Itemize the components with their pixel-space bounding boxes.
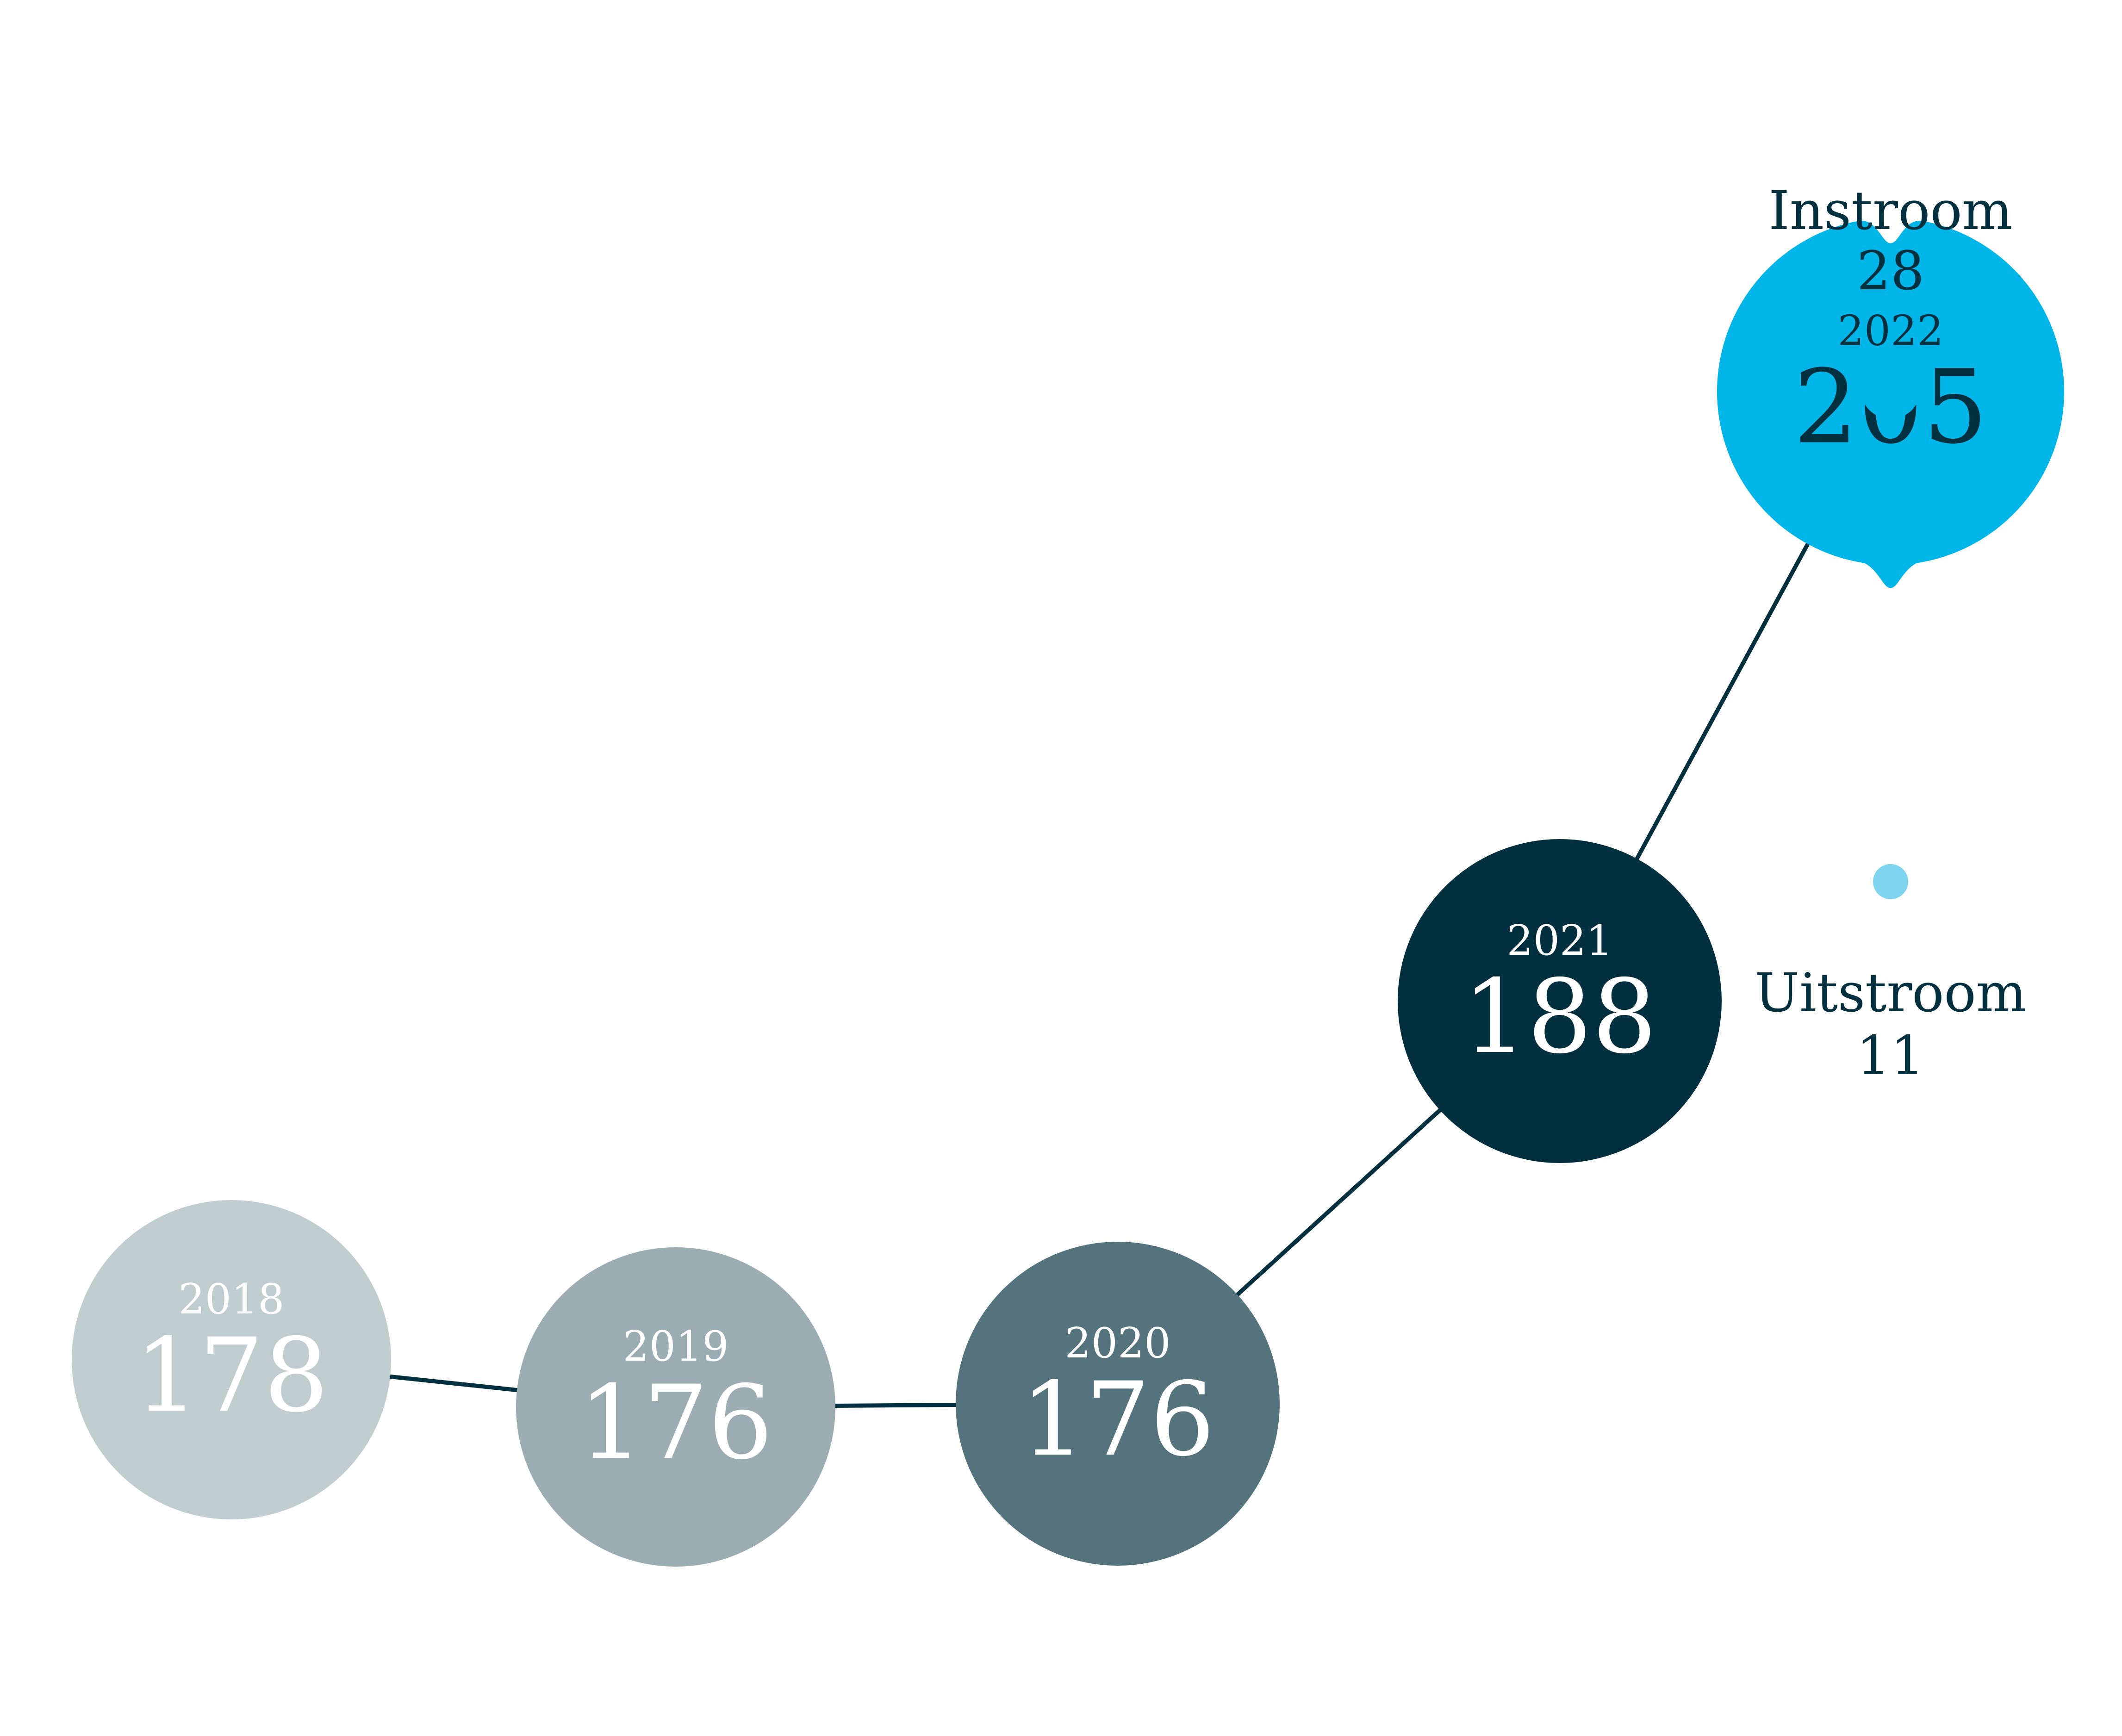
bubble-circle <box>72 1200 391 1519</box>
bubble-circle <box>516 1247 835 1567</box>
year-bubbles: 20181782019176202017620211882022205 <box>72 220 2064 1567</box>
bubble-circle <box>1398 839 1722 1163</box>
bubble-value: 176 <box>1021 1360 1215 1479</box>
instroom-value: 28 <box>1857 240 1924 302</box>
bubble-circle <box>956 1242 1280 1566</box>
uitstroom-dot <box>1873 864 1908 899</box>
instroom-dot <box>1861 359 1921 419</box>
bubble-value: 188 <box>1462 958 1657 1076</box>
uitstroom-label: Uitstroom <box>1755 962 2027 1024</box>
uitstroom-value: 11 <box>1857 1025 1924 1087</box>
bubble-year: 2021 <box>1506 916 1612 965</box>
bubble-value: 178 <box>134 1316 329 1435</box>
bubble-year: 2018 <box>178 1275 284 1324</box>
bubble-drop <box>1858 560 1923 588</box>
instroom-label: Instroom <box>1768 180 2012 242</box>
flow-annotations: Instroom 28 Uitstroom 11 <box>1755 180 2027 1087</box>
bubble-year: 2020 <box>1064 1319 1170 1368</box>
bubble-value: 176 <box>579 1363 773 1482</box>
bubble-year: 2019 <box>622 1322 728 1371</box>
bubble-year: 2022 <box>1837 307 1943 355</box>
